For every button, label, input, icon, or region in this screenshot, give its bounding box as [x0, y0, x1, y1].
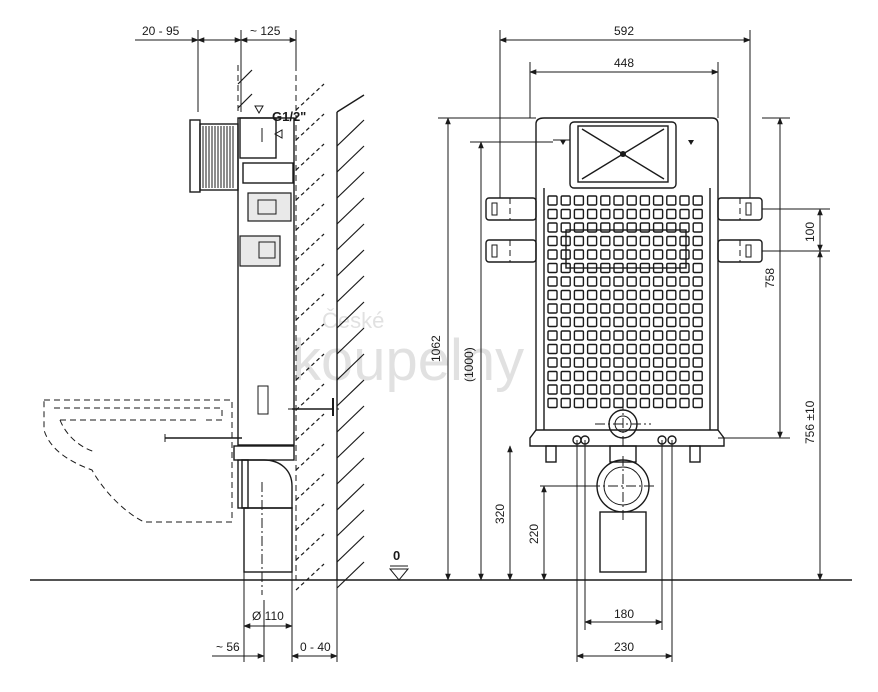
- frame-column: [237, 117, 295, 446]
- side-view: G1/2": [43, 24, 410, 662]
- frame-outline: [529, 117, 725, 447]
- gap-hatch: [237, 69, 325, 591]
- dim-bracket-height: 758: [763, 268, 777, 288]
- thread-label: G1/2": [272, 109, 306, 124]
- dim-offset-wall: 0 - 40: [300, 640, 331, 654]
- side-dimensions: 20 - 95 ~ 125 Ø 110 ~ 56 0 - 40 0: [135, 24, 410, 662]
- dim-outer-width: 592: [614, 24, 634, 38]
- dim-offset-left: ~ 56: [216, 640, 240, 654]
- dim-pipe-diameter: Ø 110: [252, 609, 284, 623]
- floor-level-icon: [388, 568, 410, 581]
- wall-section: [336, 94, 365, 589]
- cistern-opening: [553, 121, 694, 189]
- dim-stud-spacing: 180: [614, 607, 634, 621]
- threaded-inlet: [189, 119, 239, 193]
- dim-frame-height: (1000): [462, 347, 476, 382]
- watermark: České koupelny: [292, 308, 524, 393]
- outlet-assembly: [545, 400, 701, 573]
- dim-outlet-height: 756 ±10: [803, 400, 817, 444]
- toilet-bowl-outline: [43, 399, 233, 523]
- frame-grid: [547, 195, 703, 409]
- watermark-line2: koupelny: [292, 328, 524, 393]
- level-marker-icon: [688, 140, 694, 145]
- front-dimensions: 592 448 1062 (1000) 320 220 758 100: [429, 24, 830, 662]
- inlet-marker-icon: [254, 105, 264, 115]
- dim-inner-width: 448: [614, 56, 634, 70]
- front-view: 592 448 1062 (1000) 320 220 758 100: [429, 24, 830, 662]
- dim-drain-height-2: 220: [527, 524, 541, 544]
- frame-cross-opening: [565, 229, 687, 269]
- dim-drain-height-1: 320: [493, 504, 507, 524]
- level-marker-icon: [560, 140, 566, 145]
- dim-foot-spacing: 230: [614, 640, 634, 654]
- drain-elbow: [233, 445, 295, 595]
- dim-frame-depth: ~ 125: [250, 24, 281, 38]
- dim-total-height: 1062: [429, 335, 443, 362]
- floor-level-label: 0: [393, 548, 400, 563]
- valve-marker-icon: [273, 129, 283, 139]
- dim-wall-gap: 20 - 95: [142, 24, 180, 38]
- dim-bracket-spacing: 100: [803, 222, 817, 242]
